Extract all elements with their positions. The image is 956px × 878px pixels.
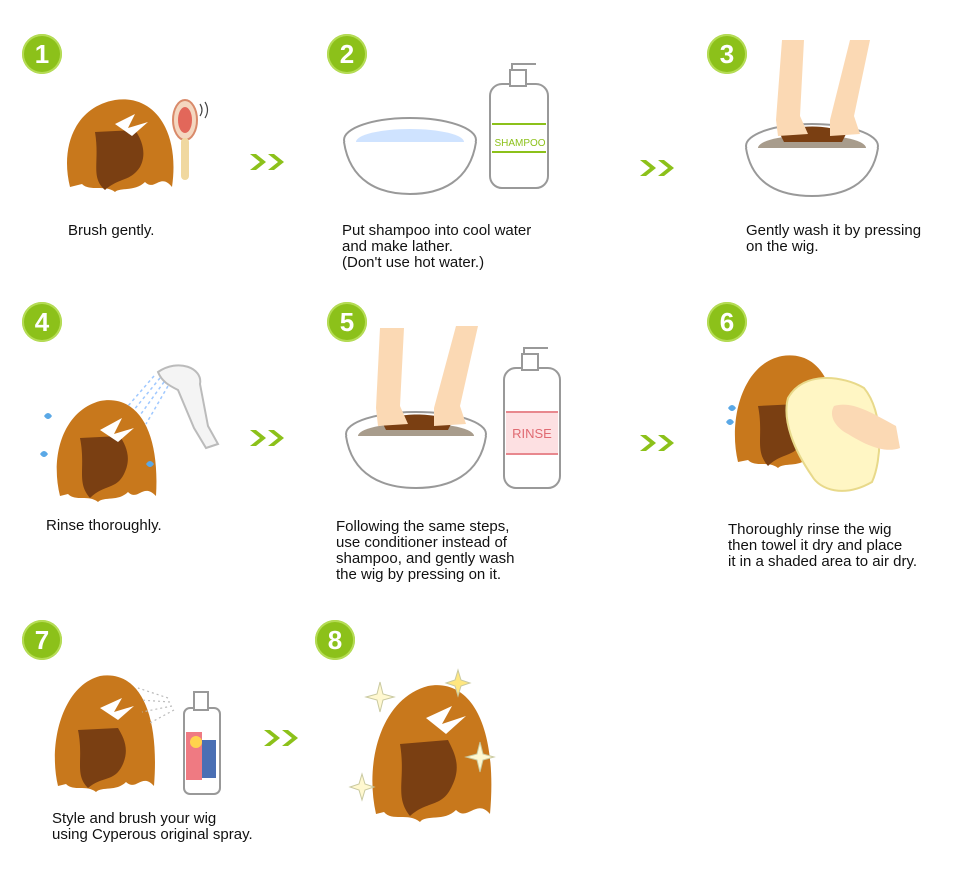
step-1-caption: Brush gently. bbox=[68, 222, 155, 239]
hands-pressing-wig-illustration bbox=[745, 40, 879, 198]
shampoo-bottle-icon bbox=[489, 63, 549, 189]
wig-illustration bbox=[372, 685, 492, 822]
finished-wig-sparkle-illustration bbox=[348, 668, 496, 822]
step-6-badge: 6 bbox=[707, 302, 747, 342]
arrow-icon bbox=[640, 160, 674, 176]
hand-icon bbox=[831, 404, 900, 450]
sparkle-icon bbox=[348, 668, 496, 802]
spray-bottle-icon bbox=[183, 691, 221, 795]
wig-rinse-shower-illustration bbox=[40, 364, 220, 502]
arrow-icon bbox=[250, 430, 284, 446]
shampoo-label: SHAMPOO bbox=[494, 138, 546, 149]
water-drop-icon bbox=[726, 405, 736, 425]
brush-icon bbox=[172, 99, 209, 180]
wig-towel-dry-illustration bbox=[726, 355, 900, 492]
step-5-caption: Following the same steps, use conditione… bbox=[336, 518, 515, 583]
rinse-bottle-icon bbox=[503, 347, 561, 489]
water-drop-icon bbox=[40, 413, 154, 467]
step-7-badge: 7 bbox=[22, 620, 62, 660]
step-4-caption: Rinse thoroughly. bbox=[46, 517, 162, 534]
rinse-label: RINSE bbox=[512, 426, 552, 441]
arrow-icon bbox=[250, 154, 284, 170]
step-7-caption: Style and brush your wig using Cyperous … bbox=[52, 810, 253, 843]
wig-illustration bbox=[54, 675, 155, 792]
arrow-icon bbox=[264, 730, 298, 746]
step-6-caption: Thoroughly rinse the wig then towel it d… bbox=[728, 521, 917, 570]
step-8-badge: 8 bbox=[315, 620, 355, 660]
hands-icon bbox=[376, 326, 478, 426]
wig-with-brush-illustration bbox=[67, 99, 209, 192]
wig-illustration bbox=[67, 99, 174, 192]
arrow-icon bbox=[640, 435, 674, 451]
step-5-badge: 5 bbox=[327, 302, 367, 342]
wig-spray-illustration bbox=[54, 675, 221, 795]
hands-with-rinse-illustration bbox=[345, 326, 561, 490]
bowl-with-shampoo-illustration bbox=[343, 63, 549, 196]
step-3-badge: 3 bbox=[707, 34, 747, 74]
step-3-caption: Gently wash it by pressing on the wig. bbox=[746, 222, 922, 255]
hands-icon bbox=[776, 40, 870, 136]
shower-head-icon bbox=[127, 364, 220, 450]
wig-illustration bbox=[56, 400, 157, 502]
step-2-badge: 2 bbox=[327, 34, 367, 74]
towel-icon bbox=[785, 377, 881, 492]
step-4-badge: 4 bbox=[22, 302, 62, 342]
step-1-badge: 1 bbox=[22, 34, 62, 74]
bowl-icon bbox=[343, 117, 477, 196]
step-2-caption: Put shampoo into cool water and make lat… bbox=[342, 222, 532, 271]
